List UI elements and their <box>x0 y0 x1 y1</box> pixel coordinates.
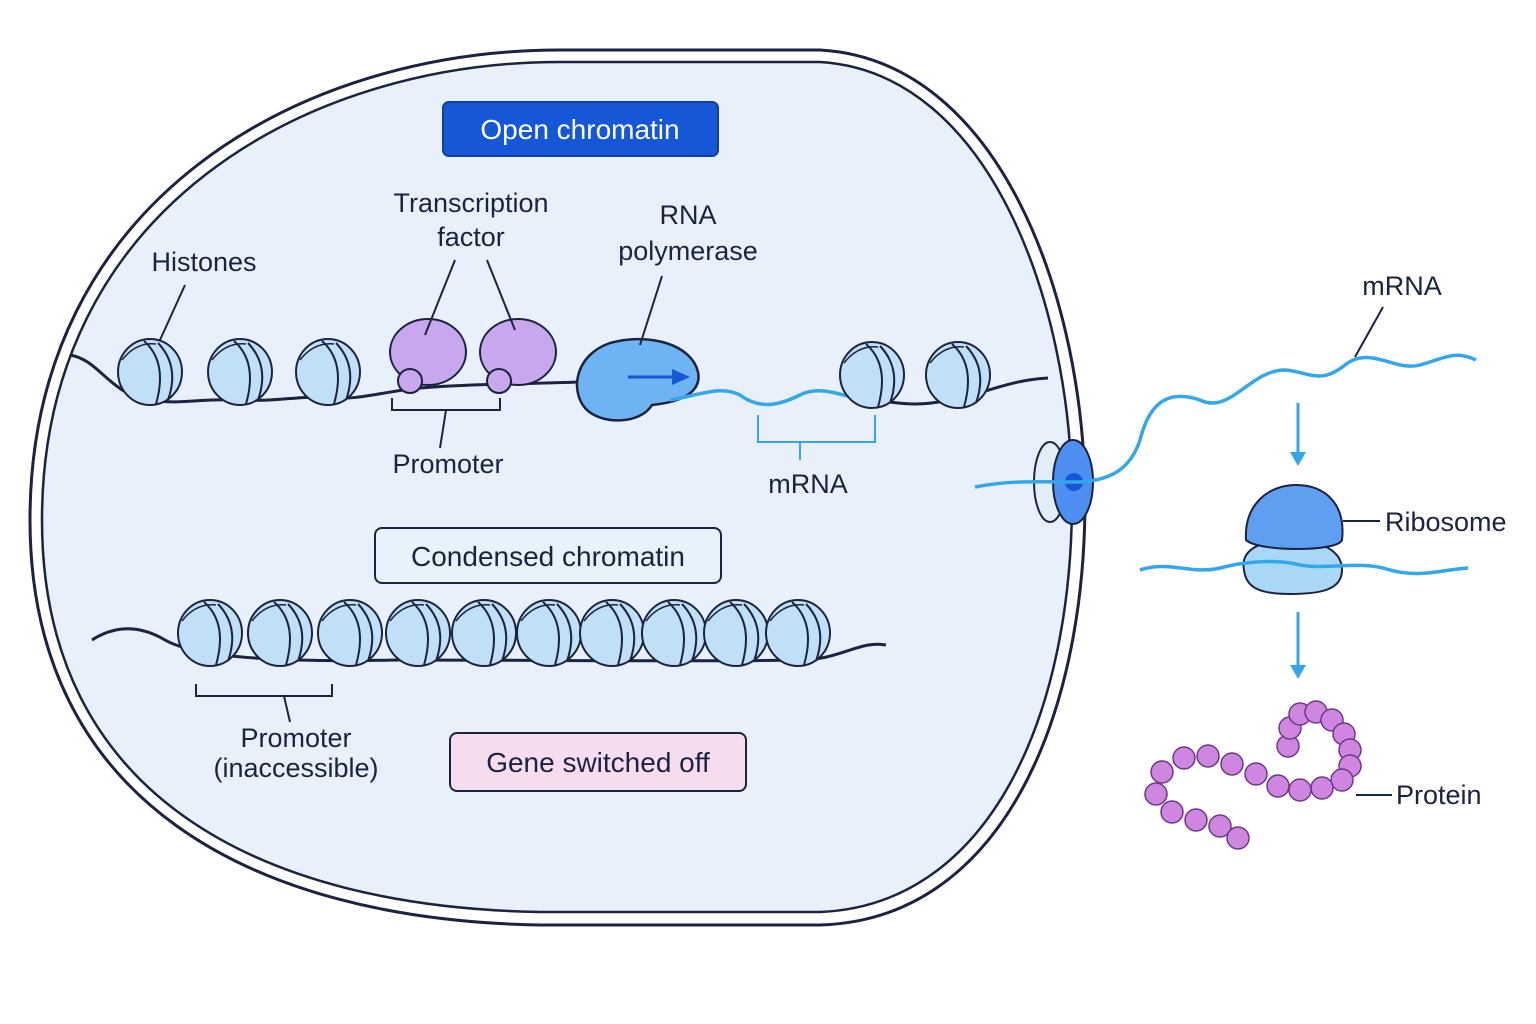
histone <box>703 599 769 667</box>
amino-acid-bead <box>1330 768 1354 792</box>
mrna-nucleus-label: mRNA <box>768 469 848 499</box>
mrna-cytoplasm-leader <box>1354 306 1384 358</box>
rna-polymerase-label-line1: RNA <box>659 200 716 230</box>
amino-acid-bead <box>1196 744 1220 768</box>
transcription-factor <box>389 318 467 394</box>
mrna-bracket <box>757 415 876 443</box>
amino-acid-bead <box>1226 826 1250 850</box>
nascent-mrna <box>669 388 871 407</box>
mrna-cytoplasm-label: mRNA <box>1362 271 1442 301</box>
histones-label: Histones <box>151 247 256 277</box>
rna-polymerase-label-line2: polymerase <box>618 236 758 266</box>
open-chromatin-box: Open chromatin <box>442 101 719 157</box>
gene-switched-off-box: Gene switched off <box>449 732 747 792</box>
tf-leader-line-right <box>486 259 516 331</box>
amino-acid-bead <box>1172 746 1196 770</box>
promoter-inaccessible-leader <box>283 695 291 723</box>
arrow-down-icon <box>1290 665 1306 679</box>
amino-acid-bead <box>1208 814 1232 838</box>
amino-acid-bead <box>1288 778 1312 802</box>
condensed-chromatin-box: Condensed chromatin <box>374 527 722 584</box>
amino-acid-bead <box>1184 808 1208 832</box>
amino-acid-bead <box>1244 762 1268 786</box>
ribosome <box>1242 483 1344 596</box>
transcription-factor-label-line2: factor <box>437 222 505 252</box>
histone <box>207 338 273 406</box>
amino-acid-bead <box>1150 760 1174 784</box>
amino-acid-bead <box>1310 776 1334 800</box>
histone <box>177 599 243 667</box>
transcription-factor-label-line1: Transcription <box>393 188 548 218</box>
amino-acid-bead <box>1266 774 1290 798</box>
promoter-inaccessible-label-line2: (inaccessible) <box>213 753 378 783</box>
histone <box>516 599 582 667</box>
histone <box>385 599 451 667</box>
amino-acid-bead <box>1220 752 1244 776</box>
protein-chain <box>1144 700 1362 850</box>
histone <box>317 599 383 667</box>
histone <box>247 599 313 667</box>
ribosome-label: Ribosome <box>1385 507 1507 537</box>
histone <box>295 338 361 406</box>
open-chromatin-label: Open chromatin <box>480 114 679 145</box>
histone <box>765 599 831 667</box>
transcription-factor <box>479 318 557 394</box>
histone <box>117 338 183 406</box>
promoter-inaccessible-label-line1: Promoter <box>240 723 351 753</box>
gene-switched-off-label: Gene switched off <box>486 747 710 778</box>
histone <box>451 599 517 667</box>
histone <box>641 599 707 667</box>
tf-leader-line-left <box>424 259 456 336</box>
histone <box>839 341 905 409</box>
polymerase-leader-line <box>639 275 663 346</box>
arrow-head-icon <box>672 369 690 385</box>
histone <box>579 599 645 667</box>
arrow-down-icon <box>1290 452 1306 466</box>
promoter-leader-line <box>439 409 447 449</box>
nucleus <box>28 48 1087 927</box>
condensed-chromatin-label: Condensed chromatin <box>411 541 685 572</box>
histones-leader-line <box>159 284 186 341</box>
ribosome-mrna <box>1139 559 1469 576</box>
amino-acid-bead <box>1160 800 1184 824</box>
cytoplasmic-mrna <box>974 353 1477 489</box>
protein-label: Protein <box>1396 780 1482 810</box>
histone <box>925 341 991 409</box>
promoter-label: Promoter <box>392 449 503 479</box>
promoter-inaccessible-bracket <box>195 684 333 697</box>
amino-acid-bead <box>1144 782 1168 806</box>
rna-polymerase <box>575 337 700 422</box>
